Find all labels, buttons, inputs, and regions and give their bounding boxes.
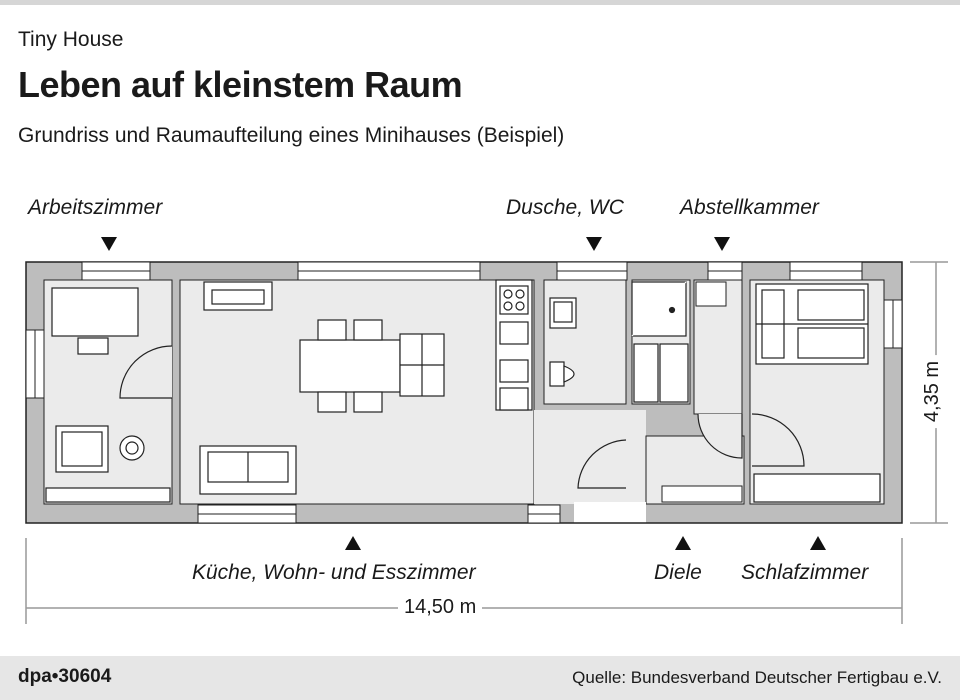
technik-cabinet <box>633 343 659 403</box>
source-credit: Quelle: Bundesverband Deutscher Fertigba… <box>572 668 942 687</box>
furniture-arbeitszimmer <box>45 287 171 503</box>
door-arbeitszimmer <box>119 345 173 399</box>
kicker: Tiny House <box>18 28 124 51</box>
windows <box>25 261 903 524</box>
page-title: Leben auf kleinstem Raum <box>18 64 463 105</box>
diele-bench <box>661 485 743 503</box>
subtitle: Grundriss und Raumaufteilung eines Minih… <box>18 124 565 147</box>
desk-chair <box>77 337 109 355</box>
top-rule <box>0 0 960 5</box>
desk <box>51 287 139 337</box>
label-diele: Diele <box>654 561 702 584</box>
label-dusche-wc: Dusche, WC <box>506 196 624 219</box>
agency-credit: dpa•30604 <box>18 666 112 687</box>
label-kueche-wohn-ess: Küche, Wohn- und Esszimmer <box>192 561 476 584</box>
door-schlafzimmer <box>751 413 805 467</box>
dining-table <box>299 339 401 393</box>
label-arbeitszimmer: Arbeitszimmer <box>28 196 163 219</box>
furniture-wohnraum <box>199 279 533 495</box>
door-diele <box>577 439 627 489</box>
toilet <box>549 361 565 387</box>
shelf-left <box>45 487 171 503</box>
furniture-bad <box>549 281 689 403</box>
pointer-arrows <box>101 237 826 550</box>
door-abstellkammer <box>697 413 743 459</box>
stove <box>499 285 529 315</box>
label-abstellkammer: Abstellkammer <box>680 196 819 219</box>
footer: dpa•30604 Quelle: Bundesverband Deutsche… <box>0 656 960 700</box>
dimension-length: 14,50 m <box>398 596 483 619</box>
furniture-schlafzimmer <box>753 283 881 503</box>
floor-plan <box>25 237 948 624</box>
abstell-shelf <box>695 281 727 307</box>
label-schlafzimmer: Schlafzimmer <box>741 561 869 584</box>
entrance-gap <box>574 502 646 524</box>
wardrobe <box>753 473 881 503</box>
dimension-width: 4,35 m <box>921 354 945 429</box>
